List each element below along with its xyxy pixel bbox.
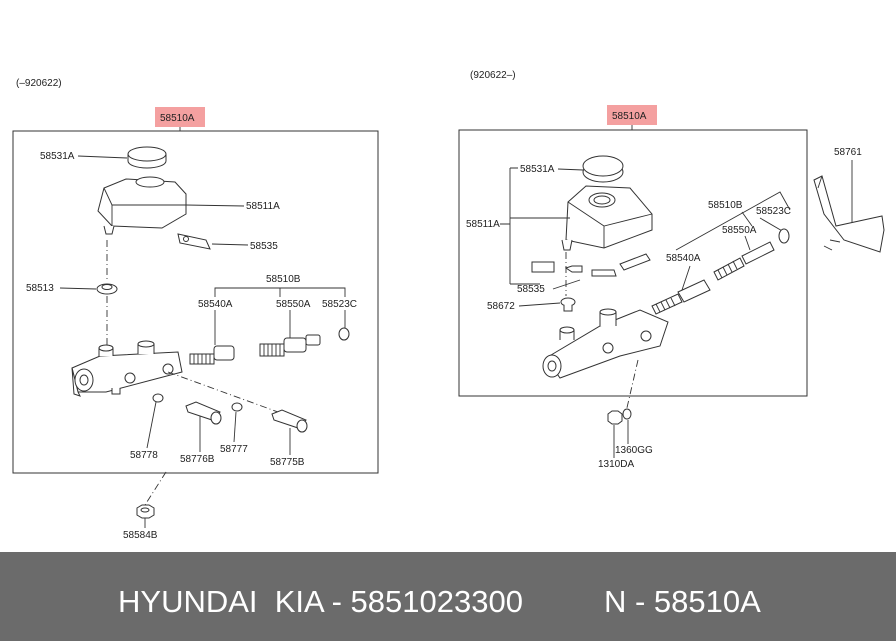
right-label-ring[interactable]: 58523C	[756, 206, 791, 217]
left-grommet	[96, 283, 118, 295]
footer-part-number: HYUNDAI KIA - 5851023300	[118, 584, 523, 619]
left-label-piston-a[interactable]: 58540A	[198, 299, 233, 310]
right-assembly-frame	[458, 129, 808, 397]
left-outlet-plug-c	[271, 409, 308, 433]
right-retaining-ring	[778, 228, 790, 244]
left-label-grommet[interactable]: 58513	[26, 283, 54, 294]
left-assembly-highlight	[155, 107, 205, 127]
right-label-shield[interactable]: 58761	[834, 147, 862, 158]
left-label-gasket[interactable]: 58777	[220, 444, 248, 455]
right-label-cap[interactable]: 58531A	[520, 164, 555, 175]
left-gasket	[231, 402, 243, 412]
right-label-seal[interactable]: 1360GG	[615, 445, 653, 456]
left-assembly-label[interactable]: 58510A	[160, 113, 195, 124]
left-label-kit[interactable]: 58510B	[266, 274, 301, 285]
left-label-plug-b[interactable]: 58776B	[180, 454, 215, 465]
right-label-bolt[interactable]: 58672	[487, 301, 515, 312]
footer-reference: N - 58510A	[604, 584, 761, 619]
left-label-piston-b[interactable]: 58550A	[276, 299, 311, 310]
left-primary-piston	[189, 345, 235, 365]
right-label-piston-a[interactable]: 58540A	[666, 253, 701, 264]
left-date-range: (–920622)	[16, 78, 62, 89]
left-outlet-plug-b	[185, 401, 222, 425]
right-master-cylinder	[542, 308, 669, 379]
footer-bar: HYUNDAI KIA - 5851023300 N - 58510A	[0, 552, 896, 641]
right-secondary-piston	[713, 241, 775, 281]
left-label-cap[interactable]: 58531A	[40, 151, 75, 162]
right-reservoir	[561, 185, 653, 251]
left-secondary-piston	[259, 334, 321, 357]
right-label-reservoir[interactable]: 58511A	[466, 219, 500, 230]
right-heat-shield	[813, 175, 885, 253]
right-label-piston-b[interactable]: 58550A	[722, 225, 757, 236]
left-master-cylinder	[71, 340, 183, 397]
left-retaining-ring	[338, 327, 350, 341]
right-reservoir-cap	[582, 155, 624, 183]
right-primary-piston	[651, 279, 711, 315]
left-reservoir	[97, 176, 187, 235]
left-label-nut[interactable]: 58584B	[123, 530, 158, 541]
right-nut	[607, 410, 623, 425]
right-hose	[531, 253, 651, 277]
left-reservoir-cap	[127, 146, 167, 169]
right-seal	[622, 408, 632, 420]
right-assembly-highlight	[607, 105, 657, 125]
right-assembly-label[interactable]: 58510A	[612, 111, 647, 122]
left-label-reservoir[interactable]: 58511A	[246, 201, 280, 212]
left-label-washer[interactable]: 58778	[130, 450, 158, 461]
left-mounting-nut	[136, 504, 155, 519]
parts-diagram: (–920622) 58510A 58531A 58511A 58535 585…	[12, 70, 885, 541]
left-label-plug-c[interactable]: 58775B	[270, 457, 305, 468]
left-washer	[152, 393, 164, 403]
right-bolt	[560, 297, 576, 312]
right-label-nut[interactable]: 1310DA	[598, 459, 634, 470]
right-label-hose[interactable]: 58535	[517, 284, 545, 295]
right-label-kit[interactable]: 58510B	[708, 200, 743, 211]
left-label-ring[interactable]: 58523C	[322, 299, 357, 310]
left-hose	[177, 233, 211, 250]
left-assembly-frame	[12, 130, 379, 474]
right-date-range: (920622–)	[470, 70, 516, 81]
left-label-hose[interactable]: 58535	[250, 241, 278, 252]
